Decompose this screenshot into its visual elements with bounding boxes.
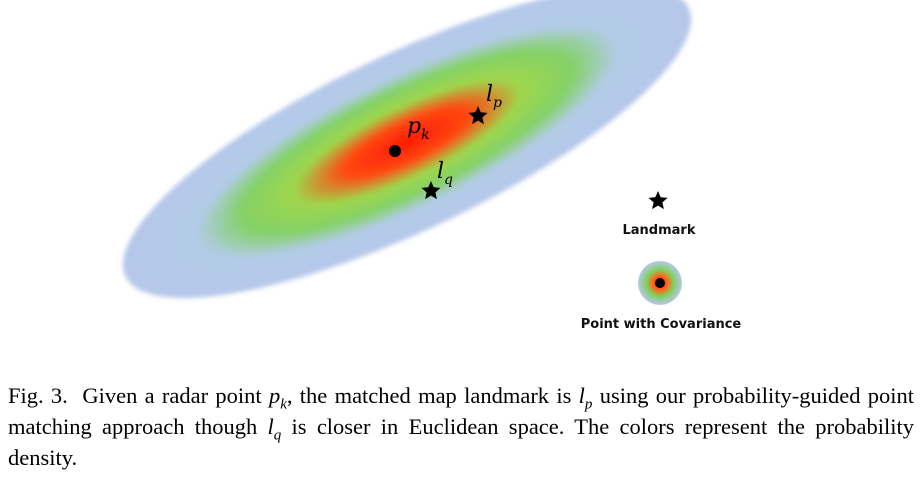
caption-pk-sub: k xyxy=(280,396,287,413)
caption-lq-sub: q xyxy=(273,427,282,444)
caption-text-2: , the matched map landmark is xyxy=(286,383,579,408)
caption-lp-sub: p xyxy=(584,396,593,413)
radar-point-pk xyxy=(389,145,401,157)
caption-text-4: is closer in Euclidean space. The colors… xyxy=(8,414,914,470)
caption-text-1: Given a radar point xyxy=(82,383,269,408)
legend-covariance-label: Point with Covariance xyxy=(581,317,742,332)
caption-lp-base: l xyxy=(578,383,585,408)
caption-lq-base: l xyxy=(267,414,274,439)
radar-point-label: pk xyxy=(407,114,430,143)
landmark-lq-star-icon xyxy=(421,181,441,200)
legend-covariance-icon xyxy=(638,261,682,305)
landmark-lp-label: lp xyxy=(486,82,502,111)
legend-landmark-star-icon xyxy=(648,191,668,210)
legend-landmark-label: Landmark xyxy=(623,223,696,238)
landmark-lq-label: lq xyxy=(437,159,453,188)
caption-fig-label: Fig. 3. xyxy=(8,383,68,408)
caption-pk-base: p xyxy=(268,383,281,408)
caption-text-3: using our probability-guided point match… xyxy=(8,383,915,439)
covariance-ellipse xyxy=(122,0,692,299)
figure-caption: Fig. 3. Given a radar point pk, the matc… xyxy=(8,380,914,473)
legend: Landmark Point with Covariance xyxy=(581,191,742,332)
landmark-lp-star-icon xyxy=(468,106,488,125)
covariance-figure: pk lp lq Landmark Point with Covariance xyxy=(122,0,742,332)
